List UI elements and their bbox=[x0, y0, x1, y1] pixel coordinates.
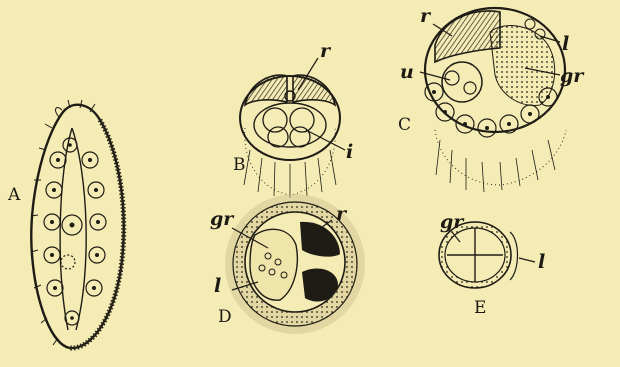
label-c-l: l bbox=[562, 33, 569, 55]
label-c-r: r bbox=[420, 5, 432, 27]
label-e-l: l bbox=[538, 251, 545, 273]
caption-a: A bbox=[7, 185, 21, 205]
label-c-u: u bbox=[400, 61, 414, 83]
caption-e: E bbox=[474, 298, 486, 318]
figure-a: A bbox=[7, 100, 124, 348]
caption-d: D bbox=[218, 307, 232, 327]
caption-b: B bbox=[233, 155, 246, 175]
label-d-l: l bbox=[214, 275, 221, 297]
figure-d: gr r l D bbox=[210, 194, 365, 334]
figure-b: r i B bbox=[233, 40, 353, 198]
label-c-gr: gr bbox=[560, 65, 585, 87]
label-e-gr: gr bbox=[440, 211, 465, 233]
label-b-r: r bbox=[320, 40, 332, 62]
caption-c: C bbox=[398, 115, 411, 135]
figure-c: r l u gr C bbox=[398, 5, 585, 192]
figure-e: gr l E bbox=[439, 211, 545, 318]
label-b-i: i bbox=[346, 141, 353, 163]
label-d-gr: gr bbox=[210, 208, 235, 230]
